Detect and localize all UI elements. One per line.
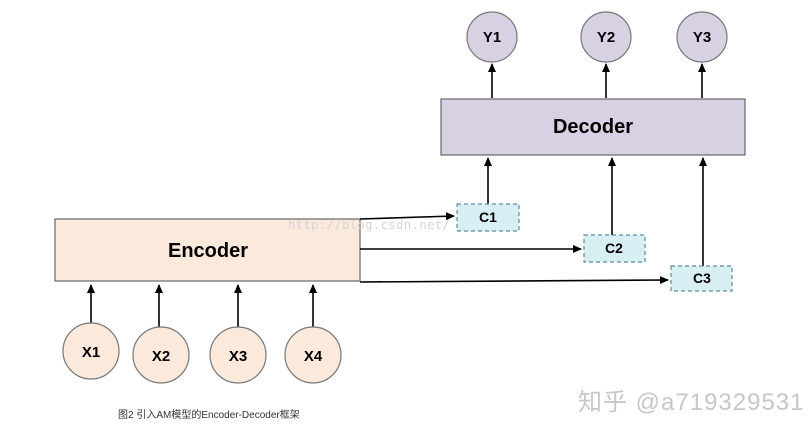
decoder-box: Decoder — [440, 98, 746, 156]
context-box-c2: C2 — [583, 234, 646, 263]
input-label-x4: X4 — [304, 348, 323, 365]
watermark-url: http://blog.csdn.net/ — [288, 218, 451, 232]
input-node-x2: X2 — [132, 326, 190, 384]
output-label-y2: Y2 — [597, 29, 615, 46]
encoder-box: Encoder — [54, 218, 361, 282]
figure-caption: 图2 引入AM模型的Encoder-Decoder框架 — [118, 410, 300, 421]
output-node-y1: Y1 — [466, 11, 518, 63]
input-node-x3: X3 — [209, 326, 267, 384]
encoder-label: Encoder — [168, 240, 248, 262]
output-label-y3: Y3 — [693, 29, 711, 46]
arrow-encoder-to-c1 — [359, 212, 455, 221]
context-box-c3: C3 — [670, 265, 733, 292]
context-label-c3: C3 — [693, 270, 711, 286]
input-label-x2: X2 — [152, 348, 170, 365]
arrow-encoder-to-c3 — [359, 276, 669, 285]
output-label-y1: Y1 — [483, 29, 501, 46]
decoder-label: Decoder — [553, 116, 633, 138]
context-label-c1: C1 — [479, 209, 497, 225]
input-node-x1: X1 — [62, 322, 120, 380]
input-label-x1: X1 — [82, 344, 100, 361]
context-box-c1: C1 — [456, 203, 520, 232]
context-label-c2: C2 — [605, 240, 623, 256]
output-node-y3: Y3 — [676, 11, 728, 63]
watermark-handle: 知乎 @a719329531 — [578, 389, 805, 416]
input-label-x3: X3 — [229, 348, 247, 365]
output-node-y2: Y2 — [580, 11, 632, 63]
input-node-x4: X4 — [284, 326, 342, 384]
